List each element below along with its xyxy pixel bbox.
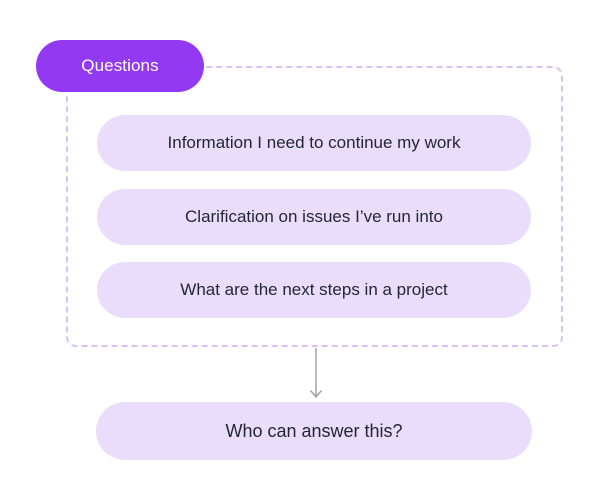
arrow-down-connector [309,348,323,399]
question-node-information[interactable]: Information I need to continue my work [97,115,531,171]
questions-group-label[interactable]: Questions [36,40,204,92]
question-node-text: Clarification on issues I’ve run into [185,207,443,226]
questions-group-label-text: Questions [81,56,159,75]
question-node-text: What are the next steps in a project [180,280,448,299]
questions-group-container [66,66,563,347]
question-node-text: Information I need to continue my work [167,133,461,152]
question-node-clarification[interactable]: Clarification on issues I’ve run into [97,189,531,245]
result-node-text: Who can answer this? [225,420,403,441]
result-node-who-can-answer[interactable]: Who can answer this? [96,402,532,460]
question-node-next-steps[interactable]: What are the next steps in a project [97,262,531,318]
